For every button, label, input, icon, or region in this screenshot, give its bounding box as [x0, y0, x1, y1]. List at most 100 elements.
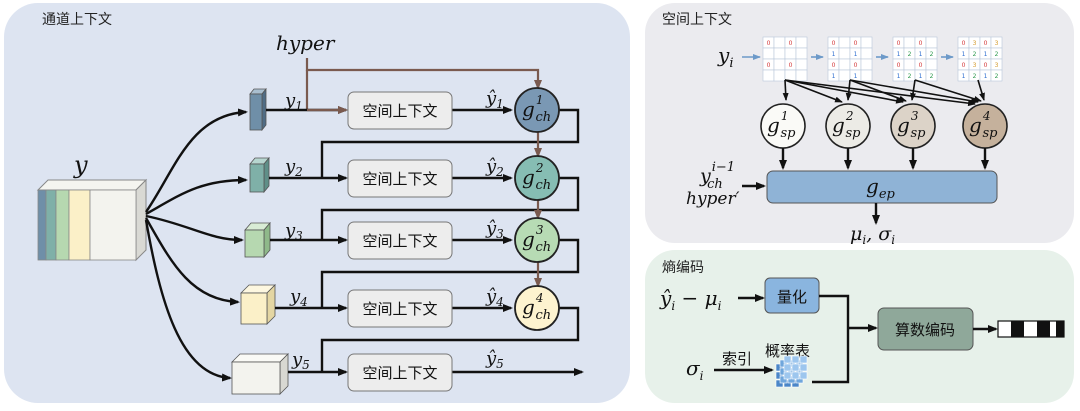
prob-table-label: 概率表 [765, 342, 810, 360]
grid-cell [762, 47, 775, 60]
y2-label: y2 [284, 156, 303, 179]
hyper-label: hyper [276, 31, 336, 55]
entropy-coding-panel: 熵编码 ŷi − μi 量化 σi 索引 概率表 算数编码 [645, 250, 1074, 403]
yhat3-label: ŷ3 [485, 218, 504, 241]
channel-context-panel: 通道上下文 y [4, 3, 630, 403]
index-label: 索引 [722, 350, 752, 368]
cube-cell [799, 363, 808, 372]
grid-cell [925, 69, 938, 82]
gep-block: gep [766, 170, 998, 204]
cube-cell [787, 359, 796, 368]
slice-cube-3 [244, 221, 271, 259]
grid-digit: 1 [832, 73, 836, 80]
spatial-panel-title: 空间上下文 [662, 12, 732, 28]
entropy-input-sigma: σi [686, 356, 704, 383]
cube-cell [791, 355, 800, 364]
svg-text:算数编码: 算数编码 [895, 321, 955, 339]
grid-digit: 0 [854, 62, 858, 69]
grid-digit: 2 [973, 73, 977, 80]
grid-digit: 1 [984, 73, 988, 80]
slice-cube-1 [249, 87, 267, 132]
grid-digit: 2 [995, 51, 999, 58]
spatial-context-box-5: 空间上下文 [347, 353, 453, 392]
grid-cell [795, 36, 808, 49]
grid-digit: 0 [919, 40, 923, 47]
grid-digit: 0 [767, 40, 771, 47]
grid-digit: 0 [984, 40, 988, 47]
cube-cell [787, 367, 796, 376]
arithmetic-coding-block: 算数编码 [877, 307, 974, 351]
cube-cell [775, 363, 784, 372]
y5-label: y5 [291, 349, 310, 372]
cube-cell [791, 379, 800, 388]
yhat1-label: ŷ1 [485, 88, 504, 111]
hyper-prime-label: hyper′ [686, 189, 740, 209]
spatial-box-label-2: 空间上下文 [362, 170, 437, 188]
channel-panel-title: 通道上下文 [42, 12, 112, 28]
grid-cell [795, 47, 808, 60]
spatial-context-box-1: 空间上下文 [347, 91, 453, 130]
spatial-box-label-5: 空间上下文 [362, 364, 437, 382]
grid-digit: 2 [930, 73, 934, 80]
cube-cell [783, 379, 792, 388]
spatial-context-box-4: 空间上下文 [347, 289, 453, 328]
grid-cell [925, 58, 938, 71]
grid-digit: 1 [897, 51, 901, 58]
grid-cell [838, 47, 851, 60]
grid-digit: 3 [995, 40, 999, 47]
y4-label: y4 [289, 286, 308, 309]
grid-digit: 0 [897, 40, 901, 47]
probability-table-cube-icon [775, 355, 808, 388]
quantize-block: 量化 [764, 277, 820, 314]
grid-cell [784, 47, 797, 60]
cube-cell [779, 367, 788, 376]
merge-lines [812, 294, 878, 384]
bitstream-icon [997, 320, 1065, 338]
fanout-curves [144, 108, 248, 382]
entropy-panel-bg [645, 250, 1074, 403]
grid-digit: 2 [930, 51, 934, 58]
grid-cell [860, 36, 873, 49]
spatial-box-label-1: 空间上下文 [362, 102, 437, 120]
y1-label: y1 [284, 90, 303, 113]
grid-cell [903, 36, 916, 49]
grid-digit: 0 [832, 62, 836, 69]
grid-cell [925, 36, 938, 49]
yhat2-label: ŷ2 [485, 156, 504, 179]
grid-to-gsp-arrows [782, 79, 985, 107]
grid-cell [773, 58, 786, 71]
grid-cell [773, 47, 786, 60]
grid-cell [773, 36, 786, 49]
grid-cell [762, 69, 775, 82]
grid-digit: 0 [962, 62, 966, 69]
spatial-box-label-3: 空间上下文 [362, 232, 437, 250]
hyper-connection [305, 58, 542, 110]
grid-digit: 2 [908, 51, 912, 58]
yhat4-label: ŷ4 [485, 286, 504, 309]
grid-cell [838, 69, 851, 82]
grid-digit: 0 [789, 62, 793, 69]
grid-digit: 3 [973, 40, 977, 47]
cube-cell [799, 355, 808, 364]
cube-cell [783, 355, 792, 364]
grid-cell [795, 58, 808, 71]
grid-digit: 2 [995, 73, 999, 80]
yhat5-label: ŷ5 [485, 348, 504, 371]
cube-cell [775, 371, 784, 380]
spatial-box-label-4: 空间上下文 [362, 300, 437, 318]
cube-cell [795, 375, 804, 384]
grid-cell [795, 69, 808, 82]
entropy-panel-title: 熵编码 [662, 260, 704, 276]
grid-digit: 1 [984, 51, 988, 58]
